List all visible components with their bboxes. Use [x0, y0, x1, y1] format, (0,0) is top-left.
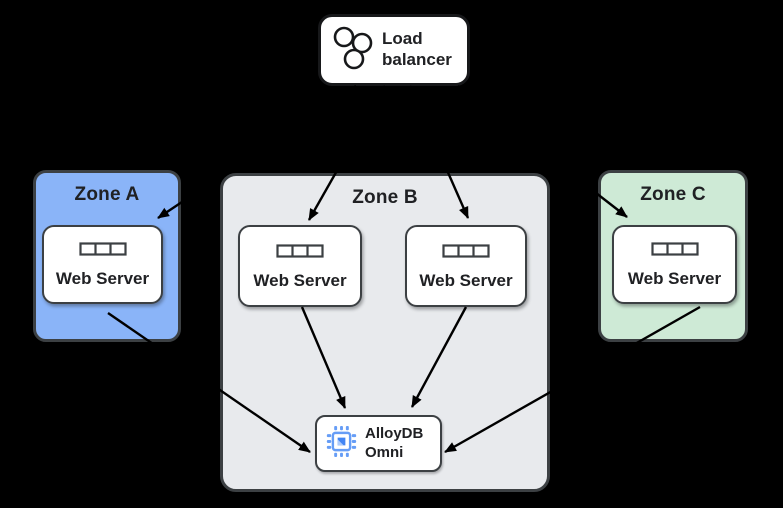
zone-b-web-server-1: Web Server: [238, 225, 362, 307]
zone-a-label: Zone A: [74, 184, 140, 205]
load-balancer: Load balancer: [318, 14, 470, 86]
alloydb-omni: AlloyDB Omni: [315, 415, 442, 472]
chip-icon: [326, 425, 357, 463]
server-rack-icon: [650, 242, 699, 261]
server-rack-icon: [276, 243, 324, 263]
web-server-label: Web Server: [55, 269, 150, 288]
server-rack-icon: [442, 243, 490, 263]
web-server-label: Web Server: [419, 270, 513, 290]
web-server-label: Web Server: [253, 270, 347, 290]
zone-c-label: Zone C: [640, 184, 706, 205]
web-server-label: Web Server: [627, 269, 722, 288]
zone-c-web-server: Web Server: [612, 225, 737, 304]
server-rack-icon: [78, 242, 127, 261]
alloydb-omni-label: AlloyDB Omni: [365, 425, 424, 461]
zone-b-web-server-2: Web Server: [405, 225, 527, 307]
zone-a-web-server: Web Server: [42, 225, 163, 304]
load-balancer-label: Load balancer: [382, 29, 452, 69]
zone-b-label: Zone B: [352, 187, 418, 208]
load-balancer-circles-icon: [329, 23, 375, 78]
